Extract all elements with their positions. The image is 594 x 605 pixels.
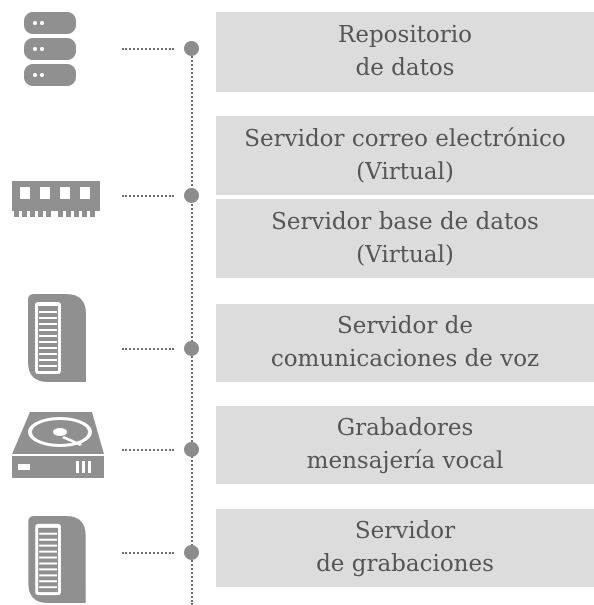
- item-label-line: Servidor: [354, 518, 456, 544]
- item-label-line: (Virtual): [356, 241, 454, 268]
- item-box-correo: Servidor correo electrónico (Virtual): [216, 116, 594, 195]
- connector-dots: [122, 195, 174, 197]
- hard-drive-icon: [12, 412, 104, 478]
- connector-dots: [122, 449, 174, 451]
- item-label-line: Servidor base de datos: [271, 208, 539, 235]
- item-box-grabaciones: Servidor de grabaciones: [216, 509, 594, 587]
- item-label-line: Repositorio: [338, 22, 472, 48]
- item-box-grabadores: Grabadores mensajería vocal: [216, 406, 594, 484]
- connector-dots: [122, 48, 174, 50]
- vertical-connector: [191, 49, 193, 605]
- item-label-line: de grabaciones: [316, 551, 494, 577]
- connector-dots: [122, 348, 174, 350]
- server-tower-icon: [28, 515, 86, 604]
- memory-module-icon: [12, 181, 100, 217]
- item-box-base-datos: Servidor base de datos (Virtual): [216, 199, 594, 278]
- item-box-comunicaciones: Servidor de comunicaciones de voz: [216, 304, 594, 382]
- connector-node: [184, 188, 199, 203]
- item-label-line: de datos: [355, 55, 455, 81]
- connector-node: [184, 41, 199, 56]
- item-label-line: (Virtual): [356, 158, 454, 185]
- item-label-line: Grabadores: [336, 415, 474, 441]
- connector-node: [184, 442, 199, 457]
- server-tower-icon: [28, 294, 86, 382]
- item-label-line: comunicaciones de voz: [270, 346, 540, 372]
- database-icon: [24, 12, 76, 86]
- connector-dots: [122, 552, 174, 554]
- item-label-line: Servidor de: [337, 313, 473, 339]
- item-label-line: mensajería vocal: [306, 448, 504, 474]
- item-box-repositorio: Repositorio de datos: [216, 12, 594, 92]
- connector-node: [184, 341, 199, 356]
- item-label-line: Servidor correo electrónico: [244, 125, 566, 152]
- connector-node: [184, 545, 199, 560]
